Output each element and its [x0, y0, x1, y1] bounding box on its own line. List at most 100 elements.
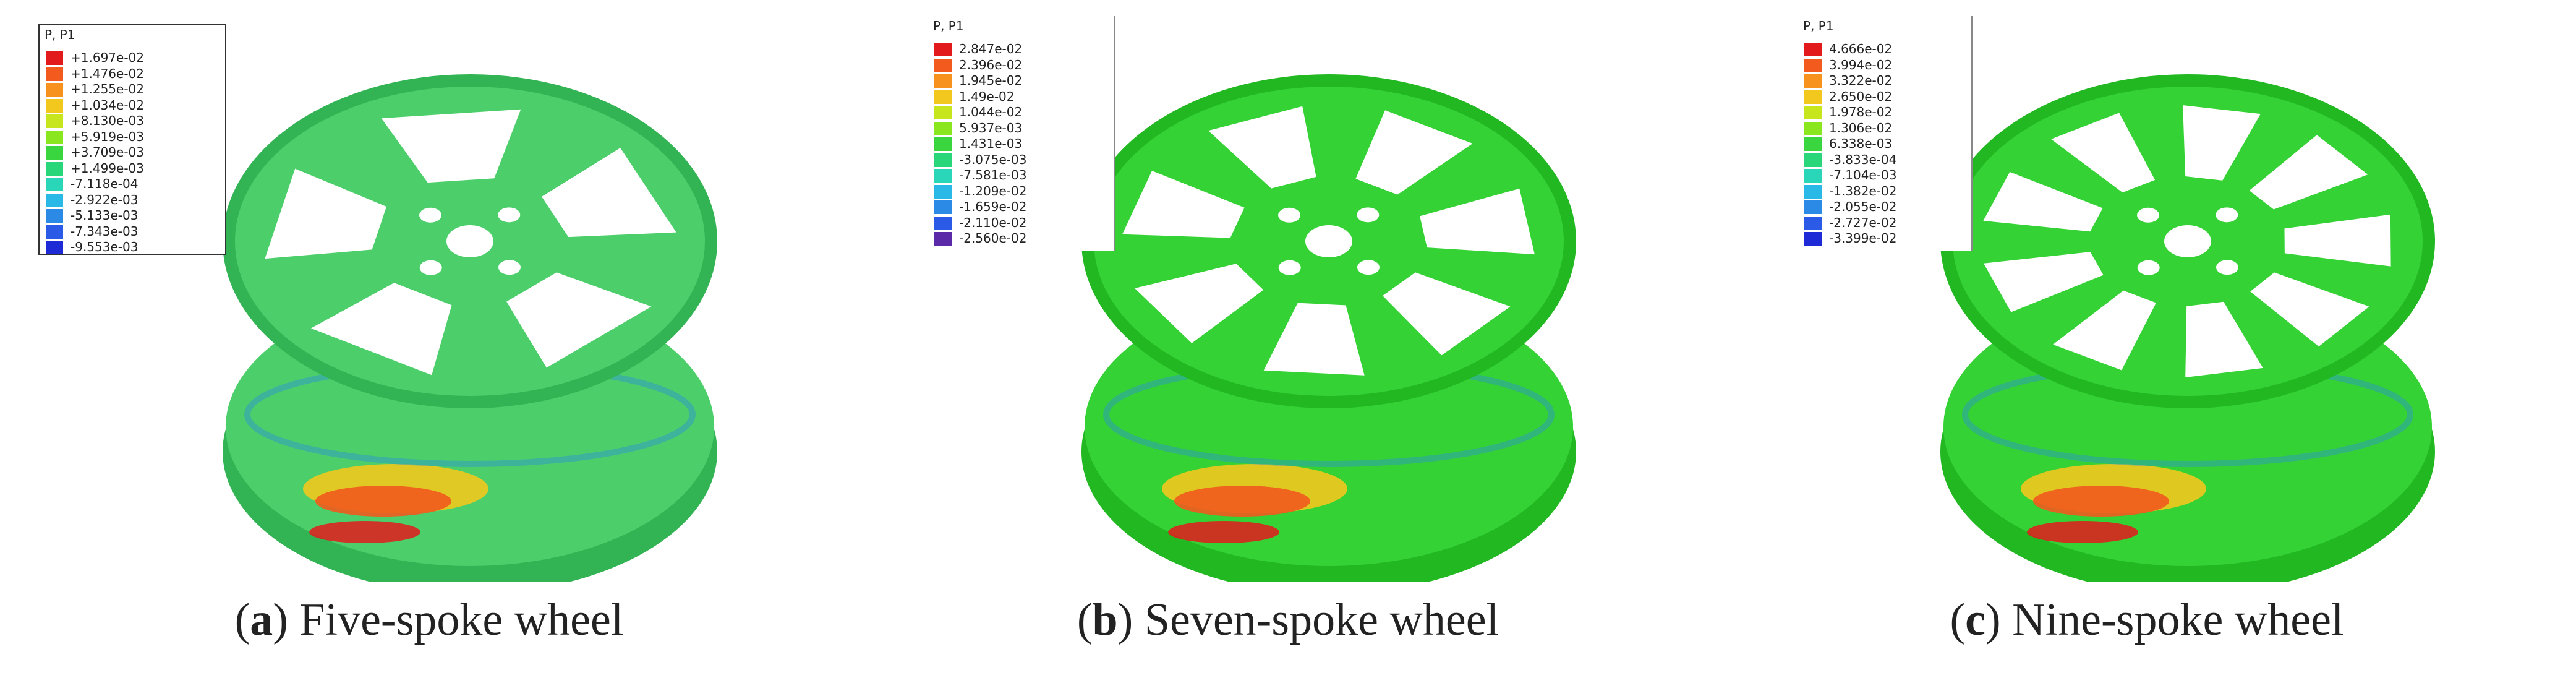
- legend-swatch: [934, 121, 952, 135]
- spoke-window: [1984, 252, 2104, 312]
- legend-row: -7.118e-04: [46, 176, 194, 192]
- legend-value: +5.919e-03: [70, 129, 144, 144]
- legend-value: +1.476e-02: [70, 66, 144, 81]
- legend-swatch: [934, 232, 952, 246]
- legend-a: P, P1 +1.697e-02+1.476e-02+1.255e-02+1.0…: [38, 24, 226, 255]
- lug-hole: [1357, 207, 1380, 223]
- legend-swatch: [1804, 43, 1822, 56]
- legend-row: -2.922e-03: [46, 192, 194, 208]
- spoke-window: [1420, 188, 1535, 255]
- legend-value: +1.034e-02: [70, 97, 144, 113]
- legend-row: -1.382e-02: [1804, 183, 1953, 199]
- stress-band-orange: [2033, 486, 2169, 517]
- legend-row: -2.560e-02: [934, 230, 1083, 246]
- legend-row: 5.937e-03: [934, 120, 1083, 136]
- stress-band-orange: [315, 486, 451, 517]
- legend-value: -2.922e-03: [70, 192, 139, 207]
- legend-value: -1.382e-02: [1829, 183, 1897, 199]
- legend-value: -3.833e-04: [1829, 152, 1897, 167]
- caption-text-c: Nine-spoke wheel: [2012, 595, 2344, 645]
- legend-row: +8.130e-03: [46, 113, 194, 129]
- legend-row: -5.133e-03: [46, 207, 194, 223]
- caption-letter-b: b: [1092, 595, 1118, 645]
- legend-row: -3.833e-04: [1804, 152, 1953, 168]
- stress-band-red: [1168, 521, 1279, 543]
- spoke-window: [1383, 272, 1511, 356]
- legend-swatch: [1804, 169, 1822, 183]
- spoke-window: [506, 272, 652, 368]
- legend-value: -1.209e-02: [959, 183, 1027, 199]
- spoke-window: [1355, 110, 1473, 195]
- legend-swatch: [46, 193, 63, 207]
- legend-title-a: P, P1: [45, 27, 75, 42]
- legend-value: 6.338e-03: [1829, 136, 1893, 151]
- legend-value: -2.727e-02: [1829, 215, 1897, 230]
- legend-value: 1.978e-02: [1829, 105, 1893, 119]
- legend-swatch: [46, 161, 63, 176]
- lug-hole: [419, 207, 442, 223]
- wheel-render-a: [223, 74, 717, 582]
- spoke-window: [1208, 106, 1316, 189]
- spoke-window: [2183, 105, 2261, 181]
- legend-value: -2.055e-02: [1829, 199, 1897, 214]
- caption-text-b: Seven-spoke wheel: [1144, 595, 1499, 645]
- legend-swatch: [1804, 232, 1822, 246]
- legend-swatch: [934, 184, 952, 199]
- spoke-window: [1983, 171, 2103, 232]
- legend-value: 2.650e-02: [1829, 88, 1893, 104]
- legend-swatch: [46, 241, 63, 254]
- spoke-window: [1263, 303, 1365, 376]
- legend-row: +3.709e-03: [46, 144, 194, 160]
- legend-swatch: [46, 98, 63, 113]
- legend-value: -9.553e-03: [70, 239, 139, 254]
- legend-swatch: [934, 58, 952, 72]
- legend-row: -3.075e-03: [934, 152, 1083, 168]
- lug-hole: [2216, 207, 2238, 223]
- legend-swatch: [934, 43, 952, 56]
- legend-value: 1.431e-03: [959, 136, 1023, 151]
- spoke-window: [2249, 135, 2368, 210]
- caption-b: (b) Seven-spoke wheel: [1077, 595, 1499, 645]
- legend-swatch: [46, 114, 63, 128]
- legend-swatch: [46, 83, 63, 97]
- spoke-window: [310, 283, 452, 376]
- legend-value: 2.396e-02: [959, 57, 1023, 72]
- legend-value: 3.322e-02: [1829, 73, 1893, 88]
- legend-swatch: [934, 137, 952, 151]
- legend-value: 3.994e-02: [1829, 57, 1893, 72]
- legend-swatch: [46, 130, 63, 144]
- legend-value: -7.118e-04: [70, 176, 139, 191]
- spoke-window: [2185, 301, 2263, 377]
- legend-row: -1.209e-02: [934, 183, 1083, 199]
- legend-row: 3.322e-02: [1804, 72, 1953, 88]
- spoke-window: [2284, 214, 2391, 267]
- legend-swatch: [46, 67, 63, 81]
- spoke-window: [2250, 272, 2369, 347]
- lug-hole: [498, 207, 521, 223]
- legend-swatch: [1804, 106, 1822, 119]
- legend-value: 4.666e-02: [1829, 41, 1893, 56]
- legend-row: +1.255e-02: [46, 81, 194, 97]
- legend-row: +1.476e-02: [46, 66, 194, 82]
- legend-value: 1.044e-02: [959, 105, 1023, 119]
- legend-row: 2.650e-02: [1804, 88, 1953, 105]
- legend-swatch: [46, 146, 63, 160]
- legend-value: -3.399e-02: [1829, 231, 1897, 246]
- legend-value: +8.130e-03: [70, 113, 144, 128]
- legend-value: +3.709e-03: [70, 145, 144, 160]
- legend-swatch: [1804, 153, 1822, 167]
- legend-row: -7.343e-03: [46, 223, 194, 239]
- legend-swatch: [934, 216, 952, 230]
- legend-row: -2.110e-02: [934, 215, 1083, 231]
- legend-swatch: [1804, 58, 1822, 72]
- spoke-window: [1135, 264, 1264, 343]
- lug-hole: [2137, 260, 2160, 275]
- lug-hole: [1278, 260, 1301, 275]
- wheel-render-c: [1940, 74, 2435, 582]
- legend-row: -3.399e-02: [1804, 230, 1953, 246]
- legend-swatch: [1804, 184, 1822, 199]
- legend-row: 1.431e-03: [934, 135, 1083, 152]
- legend-row: -9.553e-03: [46, 239, 194, 255]
